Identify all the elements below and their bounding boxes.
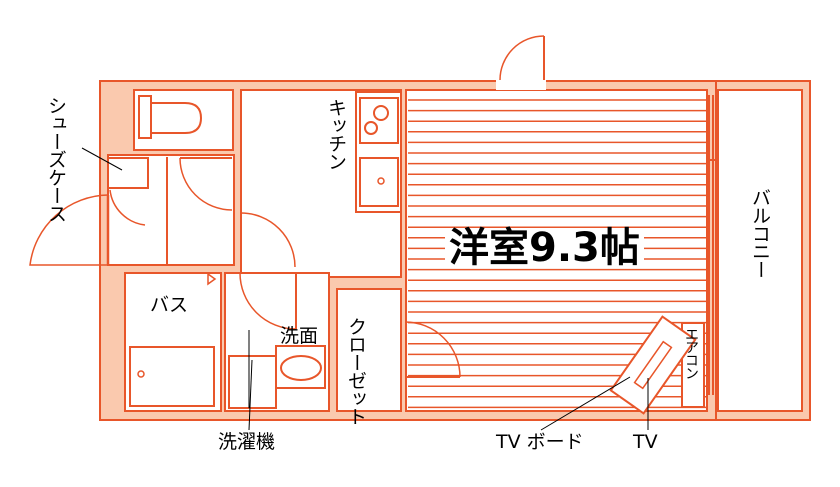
basin-icon bbox=[280, 355, 322, 381]
shoe-case bbox=[107, 157, 149, 189]
aircon-label: エアコン bbox=[683, 327, 699, 379]
main-room-label: 洋室9.3帖 bbox=[445, 228, 644, 268]
washbasin-label: 洗面 bbox=[280, 325, 319, 347]
washbasin bbox=[275, 345, 326, 389]
bathtub-icon bbox=[129, 346, 215, 407]
kitchen-label: キッチン bbox=[325, 98, 347, 170]
balcony-label: バルコニー bbox=[749, 188, 771, 278]
toilet-tank bbox=[138, 95, 152, 139]
washing-machine-space bbox=[228, 355, 277, 409]
sink bbox=[359, 157, 399, 207]
front-door-swing bbox=[499, 35, 545, 81]
closet bbox=[336, 288, 402, 412]
closet-label: クローゼット bbox=[345, 317, 367, 425]
bath-label: バス bbox=[150, 294, 189, 316]
washer-label: 洗濯機 bbox=[218, 431, 276, 453]
tv-board-label: TV ボード bbox=[496, 431, 584, 453]
burner-icon bbox=[373, 105, 389, 121]
door-swing bbox=[29, 194, 109, 266]
tv-icon bbox=[633, 340, 673, 390]
tv-label: TV bbox=[633, 431, 658, 453]
toilet-bowl-icon bbox=[150, 102, 203, 134]
burner-icon bbox=[364, 121, 378, 135]
shoe-case-label: シューズケース bbox=[45, 96, 67, 222]
